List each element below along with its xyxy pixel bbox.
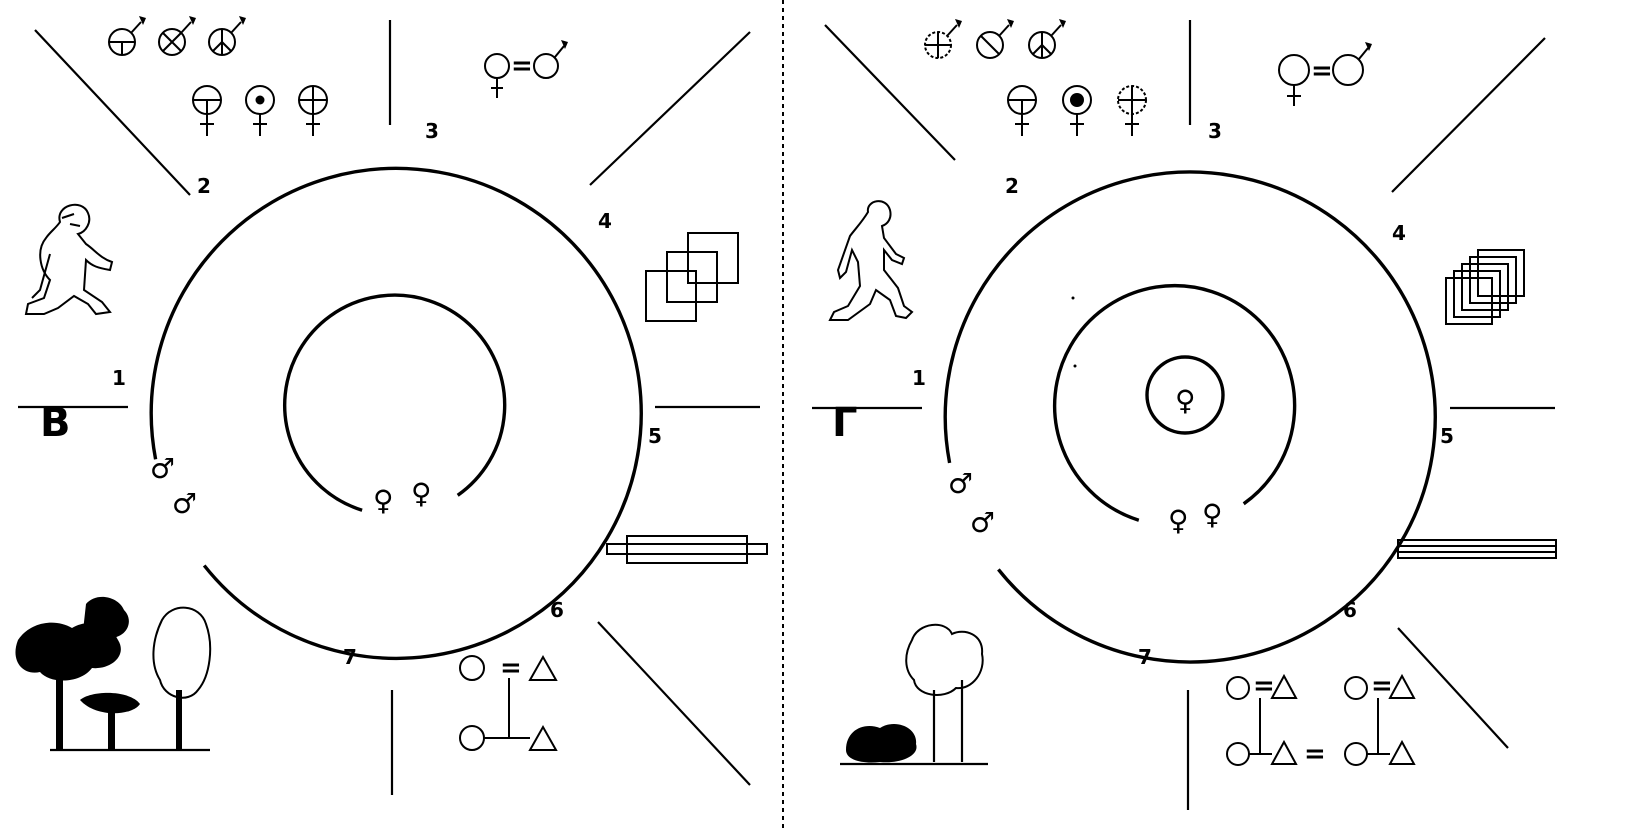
male-symbol-icon: ♂	[150, 452, 175, 485]
open-woodland-shrubs-icon	[840, 624, 988, 766]
inner-ring	[282, 293, 507, 512]
male-symbol-icon: ♂	[172, 487, 197, 520]
outer-ring	[149, 166, 643, 661]
male-symbol-icon: ♂	[970, 506, 995, 539]
stray-mark	[1073, 364, 1077, 368]
stacked-bars-icon	[1397, 539, 1557, 559]
sector-number-3: 3	[1208, 119, 1222, 143]
male-peace-icon	[1028, 19, 1066, 59]
sector-number-5: 5	[648, 424, 662, 448]
female-symbol-icon: ♀	[373, 484, 394, 517]
triangle-kin-icon	[1270, 739, 1298, 765]
pair-bond-g: =	[1278, 42, 1372, 106]
female-t-bar-icon	[192, 85, 222, 136]
male-x-cross-icon	[158, 16, 196, 56]
sector-number-6: 6	[550, 598, 564, 622]
equals-sign: =	[1304, 739, 1326, 769]
sector-number-7: 7	[1138, 645, 1152, 669]
equals-sign: =	[500, 653, 522, 683]
male-symbol-icon: ♂	[948, 467, 973, 500]
female-symbol-icon: ♀	[1175, 384, 1196, 417]
marked-symbols-group-v	[108, 16, 328, 136]
male-symbol-icon	[1332, 42, 1372, 86]
sector-number-1: 1	[912, 366, 926, 390]
triangle-kin-icon	[1388, 739, 1416, 765]
divider-5-6	[1397, 627, 1509, 749]
circle-kin-icon	[1226, 742, 1250, 766]
inner-circle	[1145, 355, 1225, 435]
sector-number-2: 2	[197, 174, 211, 198]
male-horizontal-bar-icon	[108, 16, 146, 56]
female-dot-icon	[245, 85, 275, 136]
kinship-diagram-g: = = =	[1226, 671, 1416, 769]
triangle-kin-icon	[528, 654, 558, 681]
male-symbol-icon	[533, 40, 568, 79]
sector-number-5: 5	[1440, 424, 1454, 448]
sector-number-3: 3	[425, 119, 439, 143]
panel-g: ♀ 1 2 3 4 5 6 7 Г	[812, 19, 1557, 810]
circle-kin-icon	[1344, 676, 1368, 700]
female-symbol-icon: ♀	[1202, 498, 1223, 531]
equals-sign: =	[1371, 671, 1393, 701]
sector-number-7: 7	[343, 645, 357, 669]
divider-5-6	[597, 621, 751, 786]
female-t-bar-icon	[1007, 85, 1037, 136]
outer-ring	[943, 170, 1437, 664]
panel-letter-g: Г	[832, 400, 858, 446]
sector-number-1: 1	[112, 366, 126, 390]
male-horizontal-bar-gear-icon	[924, 19, 962, 59]
female-symbol-icon	[484, 53, 510, 98]
circle-kin-icon	[459, 725, 485, 751]
circle-kin-icon	[1226, 676, 1250, 700]
female-symbol-icon: ♀	[1168, 504, 1189, 537]
triangle-kin-icon	[1270, 673, 1298, 699]
overlapping-bars-icon	[606, 535, 768, 564]
triangle-kin-icon	[528, 724, 558, 751]
divider-1-2	[824, 24, 956, 161]
panel-v: 1 2 3 4 5 6 7 В	[15, 16, 768, 795]
divider-3-4	[589, 31, 751, 186]
triangle-kin-icon	[1388, 673, 1416, 699]
female-plus-gear-icon	[1117, 85, 1147, 136]
male-peace-icon	[208, 16, 246, 56]
sector-number-4: 4	[1392, 221, 1406, 245]
stooped-ape-figure	[24, 203, 114, 316]
divider-1-2	[34, 29, 191, 196]
stray-mark	[1071, 296, 1075, 300]
female-symbol-icon: ♀	[411, 477, 432, 510]
equals-sign: =	[1253, 671, 1275, 701]
divider-3-4	[1391, 37, 1546, 193]
circle-kin-icon	[1344, 742, 1368, 766]
stacked-squares-icon	[1445, 249, 1525, 325]
equals-sign: =	[511, 51, 533, 81]
middle-ring	[1052, 284, 1297, 522]
panel-letter-v: В	[40, 400, 71, 446]
male-slash-icon	[976, 19, 1014, 59]
sector-number-6: 6	[1343, 598, 1357, 622]
equals-sign: =	[1311, 56, 1333, 86]
woodland-trees-icon	[15, 596, 212, 752]
female-dot-icon	[1062, 85, 1092, 136]
female-symbol-icon	[1278, 54, 1310, 106]
marked-symbols-group-g	[924, 19, 1147, 136]
overlapping-squares-icon	[645, 232, 739, 322]
walking-hominid-figure	[828, 200, 914, 321]
circle-kin-icon	[459, 655, 485, 681]
female-plus-icon	[298, 85, 328, 136]
sector-number-2: 2	[1005, 174, 1019, 198]
sector-number-4: 4	[598, 209, 612, 233]
pair-bond-v: =	[484, 40, 568, 98]
kinship-diagram-v: =	[459, 653, 558, 751]
